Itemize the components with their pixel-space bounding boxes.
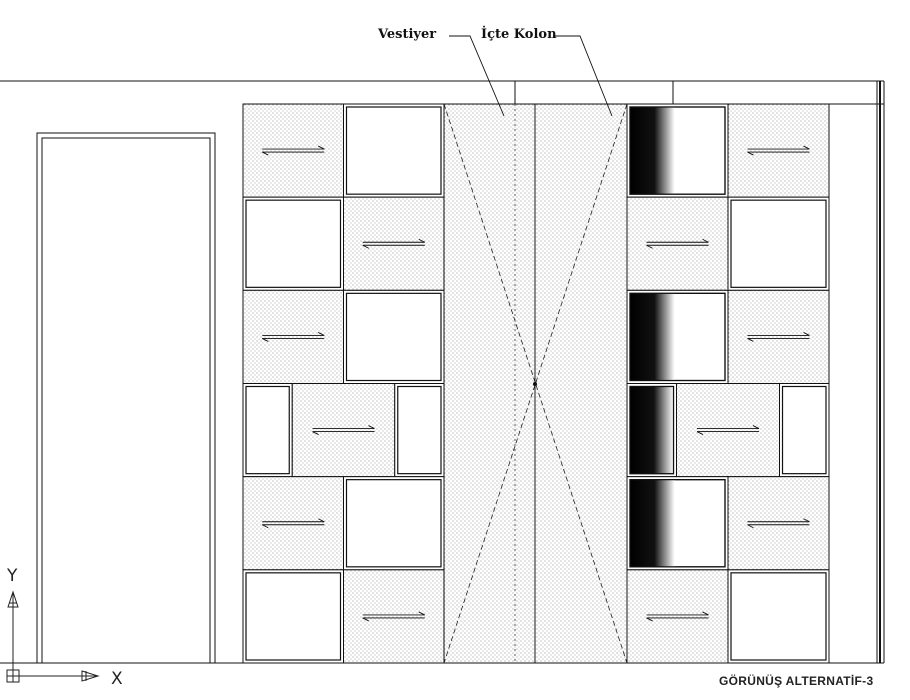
label-vestiyer: Vestiyer xyxy=(377,27,436,42)
open-shelf xyxy=(727,196,830,291)
open-shelf xyxy=(626,476,729,571)
axis-x-label: X xyxy=(111,669,123,689)
slide-arrow-icon xyxy=(262,332,325,342)
slide-arrow-icon xyxy=(312,425,375,435)
slide-arrow-icon xyxy=(747,145,810,156)
drawer-panel xyxy=(675,383,781,478)
open-shelf xyxy=(727,569,830,664)
slide-arrow-icon xyxy=(696,425,760,435)
open-shelf xyxy=(242,196,344,291)
slide-arrow-icon xyxy=(646,611,709,622)
slide-arrow-icon xyxy=(262,145,325,156)
open-shelf xyxy=(242,569,344,664)
label-icte-kolon: İçte Kolon xyxy=(481,26,557,42)
drawer-panel xyxy=(291,383,396,478)
drawer-panel xyxy=(242,289,344,385)
open-shelf xyxy=(779,383,830,478)
left-storage-module xyxy=(242,103,445,664)
drawing-title: GÖRÜNÜŞ ALTERNATİF-3 xyxy=(719,673,873,688)
axis-y-label: Y xyxy=(6,566,18,586)
slide-arrow-icon xyxy=(362,611,425,622)
drawer-panel xyxy=(626,569,729,664)
door-frame xyxy=(36,132,216,664)
drawer-panel xyxy=(727,476,830,571)
slide-arrow-icon xyxy=(747,332,810,342)
right-storage-module xyxy=(626,103,830,664)
drawer-panel xyxy=(242,476,344,571)
drawer-panel xyxy=(727,103,830,198)
drawer-panel xyxy=(727,289,830,385)
ucs-axis-icon xyxy=(6,590,100,683)
open-shelf xyxy=(343,289,445,385)
drawer-panel xyxy=(343,196,445,291)
open-shelf xyxy=(626,383,677,478)
open-shelf xyxy=(242,383,293,478)
open-shelf xyxy=(626,103,729,198)
open-shelf xyxy=(343,476,445,571)
slide-arrow-icon xyxy=(362,238,425,249)
slide-arrow-icon xyxy=(646,238,709,249)
drawer-panel xyxy=(242,103,344,198)
open-shelf xyxy=(626,289,729,385)
central-wardrobe xyxy=(443,103,628,664)
slide-arrow-icon xyxy=(747,518,810,529)
callout-leaders xyxy=(449,35,613,117)
door-diagonal xyxy=(443,103,628,664)
drawer-panel xyxy=(626,196,729,291)
door-diagonal xyxy=(443,103,628,664)
drawer-panel xyxy=(343,569,445,664)
open-shelf xyxy=(343,103,445,198)
slide-arrow-icon xyxy=(262,518,325,529)
open-shelf xyxy=(394,383,445,478)
